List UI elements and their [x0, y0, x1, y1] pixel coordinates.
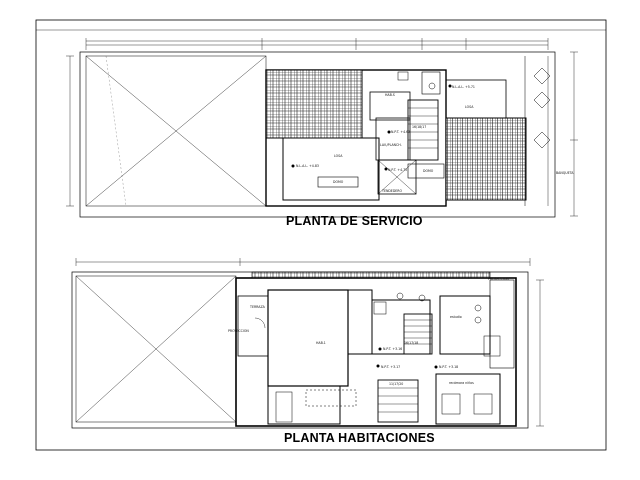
label-domo-right: DOMO [423, 169, 434, 173]
label-estudio: estudio [450, 315, 462, 319]
label-npt-2: N.P.T. +4.75 [388, 168, 407, 172]
label-proyeccion-left: PROYECCION [228, 329, 249, 333]
label-hab-1: HAB.1 [316, 341, 326, 345]
plan-habitaciones [71, 258, 544, 429]
label-npt: N.P.T. +4.67 [391, 130, 410, 134]
dimension-chain-top [85, 38, 549, 50]
label-stair-num: 16/18/17 [412, 125, 426, 129]
label-npt-2: N.P.T. +3.17 [381, 365, 400, 369]
label-proyeccion-right: PROYECCION [488, 277, 509, 281]
label-domo-left: DOMO [333, 180, 344, 184]
plan-servicio [66, 38, 578, 218]
label-terraza: TERRAZA [249, 305, 266, 309]
label-npt-1: N.P.T. +3.16 [383, 347, 402, 351]
label-lav-planch: LAV./PLANCH. [380, 143, 402, 147]
label-npt-3: N.P.T. +3.18 [439, 365, 458, 369]
label-hab-s: HAB.S [385, 93, 395, 97]
label-stairs-a: 16/17/18 [404, 341, 418, 345]
label-tendedero: TENDEDERO [381, 189, 402, 193]
plan-title-servicio: PLANTA DE SERVICIO [286, 214, 423, 228]
label-recamara: recámara niños [449, 381, 474, 385]
plan-habitaciones-labels: TERRAZA PROYECCION HAB.1 estudio recámar… [228, 277, 509, 386]
sheet-frame [35, 19, 607, 451]
plan-title-habitaciones: PLANTA HABITACIONES [284, 431, 435, 445]
label-level-right: N.L.A.L. +5.71 [452, 85, 475, 89]
label-stairs-b: 11/17/20 [389, 382, 403, 386]
plan-servicio-labels: LOSA N.L.A.L. +4.83 DOMO LAV./PLANCH. N.… [296, 85, 574, 193]
label-losa-left: LOSA [334, 154, 343, 158]
label-losa-right: LOSA [465, 105, 474, 109]
label-level-left: N.L.A.L. +4.83 [296, 164, 319, 168]
label-banqueta: BANQUETA [556, 171, 574, 175]
